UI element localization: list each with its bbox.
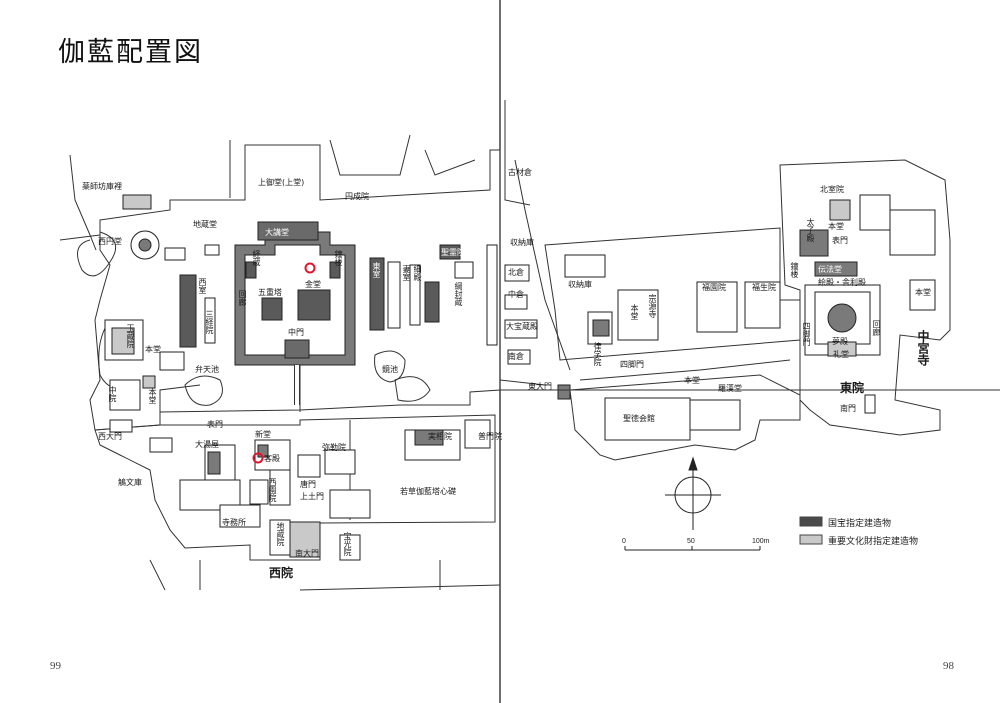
label-kairo-e: 回廊 bbox=[872, 320, 881, 336]
label-todaimon: 東大門 bbox=[528, 382, 552, 391]
cloister-compound bbox=[234, 221, 356, 405]
label-enjoin: 円成院 bbox=[345, 192, 369, 201]
label-nishimuro: 西室 bbox=[198, 278, 207, 294]
label-daikodo: 大講堂 bbox=[265, 228, 289, 237]
label-kamidomon: 上土門 bbox=[300, 492, 324, 501]
label-omote-mon: 表門 bbox=[207, 420, 223, 429]
label-taishiden: 太子殿 bbox=[806, 218, 815, 242]
scale-tick-100m: 100m bbox=[752, 538, 770, 545]
label-kondo: 金堂 bbox=[305, 280, 321, 289]
long-halls bbox=[179, 244, 474, 348]
label-gojunoto: 五重塔 bbox=[258, 288, 282, 297]
label-hondo-e: 本堂 bbox=[684, 376, 700, 385]
label-shoro-e: 鐘楼 bbox=[790, 262, 799, 278]
label-hondo-w: 本堂 bbox=[145, 345, 161, 354]
label-oyuya: 大湯屋 bbox=[195, 440, 219, 449]
label-tsuyabunko: 鵤文庫 bbox=[118, 478, 142, 487]
location-markers bbox=[252, 262, 316, 464]
label-nakakura: 中倉 bbox=[508, 290, 524, 299]
label-touin: 東院 bbox=[840, 381, 865, 395]
label-chuin: 中院 bbox=[108, 386, 117, 402]
west-small-buildings bbox=[104, 319, 491, 561]
label-mirokuin: 弥勒院 bbox=[322, 443, 346, 452]
legend-national-treasure: 国宝指定建造物 bbox=[828, 519, 892, 529]
label-kami-mido: 上御堂(上堂) bbox=[258, 178, 305, 187]
label-shoro: 鐘楼 bbox=[334, 250, 343, 266]
label-wakakusa: 若草伽藍塔心礎 bbox=[400, 487, 456, 496]
east-precinct-outline bbox=[499, 100, 1000, 461]
label-eshiden: 絵殿・舎利殿 bbox=[818, 278, 866, 287]
scale-tick-0: 0 bbox=[622, 538, 626, 545]
label-chuguji: 中宮寺 bbox=[916, 330, 930, 366]
label-hondo-w2: 本堂 bbox=[148, 388, 157, 404]
label-fumonin: 普門院 bbox=[478, 432, 502, 441]
label-sogenji: 宗源寺 bbox=[648, 294, 657, 318]
legend-important-property: 重要文化財指定建造物 bbox=[828, 537, 919, 547]
compass-icon bbox=[665, 456, 721, 530]
label-kozaikura: 古材倉 bbox=[508, 168, 532, 177]
label-hondo-e3: 本堂 bbox=[828, 222, 844, 231]
label-jizodo: 地蔵堂 bbox=[193, 220, 217, 229]
east-buildings bbox=[564, 194, 936, 441]
label-jizoin: 地蔵院 bbox=[276, 522, 285, 546]
label-shikyakumon: 四脚門 bbox=[620, 360, 644, 369]
label-saienin: 西園院 bbox=[268, 478, 277, 502]
page-number-right: 98 bbox=[943, 660, 954, 672]
label-kyakuden: 客殿 bbox=[264, 454, 280, 463]
label-daihozoden: 大宝蔵殿 bbox=[506, 322, 538, 331]
label-yumedono: 夢殿 bbox=[832, 337, 848, 346]
kyakuden-marker bbox=[252, 452, 264, 464]
label-benten: 弁天池 bbox=[195, 365, 219, 374]
scale-bar bbox=[624, 546, 761, 551]
label-ritsugakuin: 律学院 bbox=[593, 342, 602, 366]
label-fukushoin: 福生院 bbox=[752, 283, 776, 292]
label-nishiomon: 西大門 bbox=[98, 432, 122, 441]
label-chumon: 中門 bbox=[288, 328, 304, 337]
label-shokyodo: 聖霊院 bbox=[441, 248, 465, 257]
label-gokurakuin: 玉蔵院 bbox=[126, 324, 135, 348]
label-nandaimon: 南大門 bbox=[295, 549, 319, 558]
label-shindo: 新堂 bbox=[255, 430, 271, 439]
label-denpodo: 伝法堂 bbox=[818, 265, 842, 274]
label-yakushibo: 薬師坊庫裡 bbox=[82, 182, 122, 191]
label-hondo-e4: 本堂 bbox=[915, 288, 931, 297]
label-omote-mon-e: 表門 bbox=[832, 236, 848, 245]
legend-swatches bbox=[799, 516, 823, 545]
label-sankyoin: 三経院 bbox=[205, 310, 214, 334]
label-kyozo: 経蔵 bbox=[252, 250, 261, 266]
label-hondo-e2: 本堂 bbox=[630, 304, 639, 320]
label-fukuenin: 福園院 bbox=[702, 283, 726, 292]
label-kairo: 回廊 bbox=[238, 290, 247, 306]
label-shunoko-west: 収納庫 bbox=[510, 238, 534, 247]
label-jimusho: 寺務所 bbox=[222, 518, 246, 527]
label-seitokukaikan: 聖徳会館 bbox=[623, 414, 655, 423]
label-jissoin: 実相院 bbox=[428, 432, 452, 441]
page-number-left: 99 bbox=[50, 660, 61, 672]
label-kitakura: 北倉 bbox=[508, 268, 524, 277]
label-saiendo: 西円堂 bbox=[98, 237, 122, 246]
label-nishiin: 西院 bbox=[269, 566, 294, 580]
label-shikyaku-e: 四脚門 bbox=[802, 322, 811, 346]
label-nanmon: 南門 bbox=[840, 404, 856, 413]
label-saiden: 細殿 bbox=[413, 265, 422, 281]
kondo-marker bbox=[304, 262, 316, 274]
label-minamikura: 南倉 bbox=[508, 352, 524, 361]
label-hozoin: 宝光院 bbox=[343, 532, 352, 556]
saiendo-octagon bbox=[122, 194, 220, 261]
label-tsumamuro: 妻室 bbox=[402, 265, 411, 281]
label-higashimuro: 東室 bbox=[372, 262, 381, 278]
label-raido: 礼堂 bbox=[833, 350, 849, 359]
ponds bbox=[184, 350, 431, 406]
scale-tick-50: 50 bbox=[687, 538, 695, 545]
label-shunoko-east: 収納庫 bbox=[568, 280, 592, 289]
label-karamon: 唐門 bbox=[300, 480, 316, 489]
label-kitamuroin: 北室院 bbox=[820, 185, 844, 194]
map-title: 伽藍配置図 bbox=[58, 37, 203, 68]
label-rakando: 羅漢堂 bbox=[718, 384, 742, 393]
label-kagamiike: 鏡池 bbox=[382, 365, 398, 374]
storehouses bbox=[486, 244, 571, 400]
label-tsunafuzo: 綱封蔵 bbox=[454, 282, 463, 306]
